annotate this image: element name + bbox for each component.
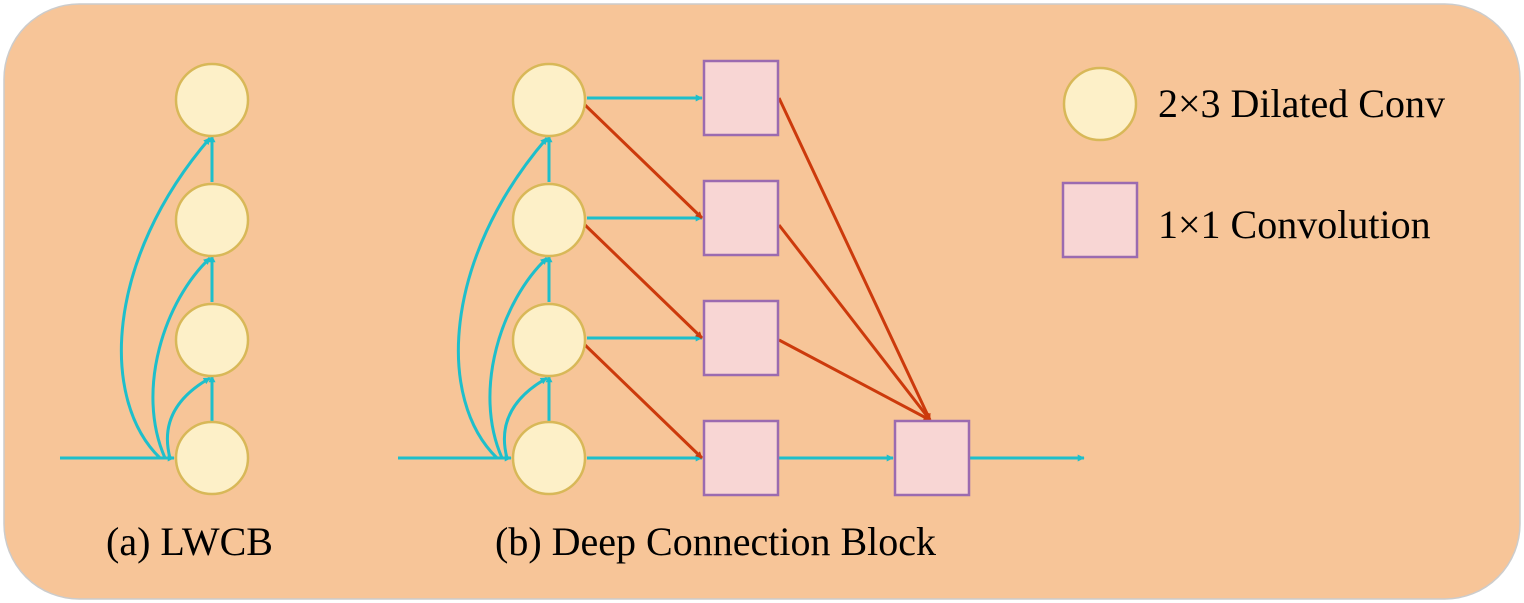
dcb-conv-1x1-node bbox=[702, 419, 780, 497]
dcb-diagonal-red-arrow bbox=[582, 222, 704, 340]
dcb-dilated-conv-node bbox=[511, 302, 587, 378]
dcb-diagonal-red-arrow bbox=[582, 102, 704, 220]
legend-conv-1x1-icon bbox=[1061, 181, 1139, 259]
dcb-dilated-conv-node bbox=[511, 420, 587, 496]
legend-dilated-conv-icon bbox=[1062, 66, 1138, 142]
dcb-skip-arrow bbox=[488, 256, 549, 459]
lwcb-dilated-conv-node bbox=[174, 182, 250, 258]
dcb-conv-1x1-node bbox=[702, 299, 780, 377]
dcb-diagonal-red-arrow bbox=[582, 342, 704, 460]
lwcb-skip-arrow bbox=[151, 256, 212, 459]
dcb-conv-1x1-node bbox=[702, 179, 780, 257]
dcb-fusion-red-arrow bbox=[778, 338, 931, 422]
dcb-fusion-red-arrow bbox=[777, 224, 932, 421]
lwcb-skip-arrow bbox=[165, 376, 211, 459]
lwcb-dilated-conv-node bbox=[174, 302, 250, 378]
lwcb-diagram bbox=[60, 62, 250, 496]
dcb-dilated-conv-node bbox=[511, 182, 587, 258]
lwcb-dilated-conv-node bbox=[174, 420, 250, 496]
caption-deep-connection-block: (b) Deep Connection Block bbox=[495, 519, 936, 564]
dcb-conv-1x1-node bbox=[702, 59, 780, 137]
legend: 2×3 Dilated Conv 1×1 Convolution bbox=[1061, 66, 1445, 259]
lwcb-dilated-conv-node bbox=[174, 62, 250, 138]
deep-connection-block-diagram bbox=[398, 59, 1085, 497]
dcb-dilated-conv-node bbox=[511, 62, 587, 138]
dcb-skip-arrow bbox=[502, 376, 548, 459]
dcb-skip-arrow bbox=[456, 137, 549, 460]
legend-dilated-conv-label: 2×3 Dilated Conv bbox=[1158, 81, 1445, 126]
caption-lwcb: (a) LWCB bbox=[106, 519, 273, 564]
dcb-fusion-conv-1x1-node bbox=[893, 419, 971, 497]
legend-conv-1x1-label: 1×1 Convolution bbox=[1158, 202, 1431, 247]
dcb-fusion-red-arrow bbox=[777, 97, 932, 421]
lwcb-skip-arrow bbox=[119, 137, 212, 460]
